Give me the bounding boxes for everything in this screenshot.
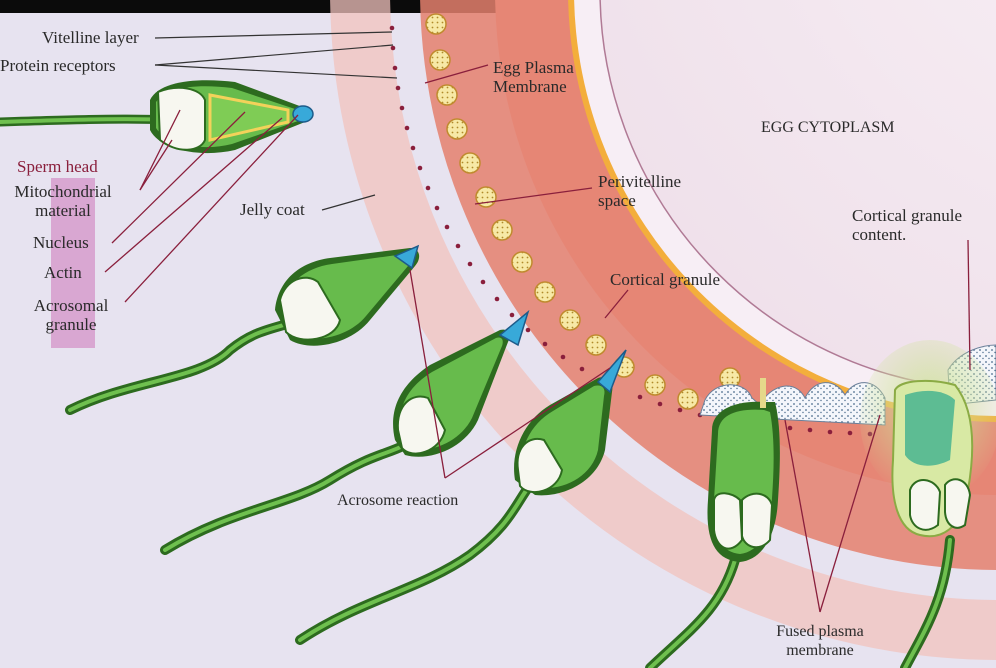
label-actin: Actin (44, 263, 82, 282)
sperm-1 (0, 80, 314, 154)
protein-receptor-dots (389, 25, 873, 437)
leader-lines (154, 31, 398, 211)
label-cortical-granule-content: Cortical granule content. (852, 206, 962, 244)
sperm-5 (645, 378, 780, 668)
label-protein-receptors: Protein receptors (0, 56, 116, 75)
label-egg-plasma-membrane: Egg Plasma Membrane (493, 58, 574, 96)
sperm-head-highlight-box (51, 178, 95, 348)
sperm-3 (160, 309, 530, 555)
label-fused-plasma-membrane: Fused plasma membrane (776, 623, 864, 659)
label-mitochondrial-material: Mitochondrial material (14, 182, 112, 220)
label-perivitelline-space: Perivitelline space (598, 172, 682, 210)
label-vitelline-layer: Vitelline layer (42, 28, 139, 47)
label-nucleus: Nucleus (33, 233, 89, 252)
label-acrosomal-granule: Acrosomal granule (33, 296, 109, 334)
label-acrosome-reaction: Acrosome reaction (337, 492, 459, 509)
sperm-6 (891, 379, 974, 668)
leader-lines-maroon (104, 64, 971, 613)
label-sperm-head: Sperm head (17, 157, 98, 176)
label-cortical-granule: Cortical granule (610, 270, 720, 289)
label-jelly-coat: Jelly coat (240, 200, 305, 219)
sperm-4 (295, 349, 627, 645)
sperm-2 (65, 244, 420, 415)
label-egg-cytoplasm: EGG CYTOPLASM (761, 119, 895, 136)
egg-plasma-membrane (599, 0, 996, 391)
